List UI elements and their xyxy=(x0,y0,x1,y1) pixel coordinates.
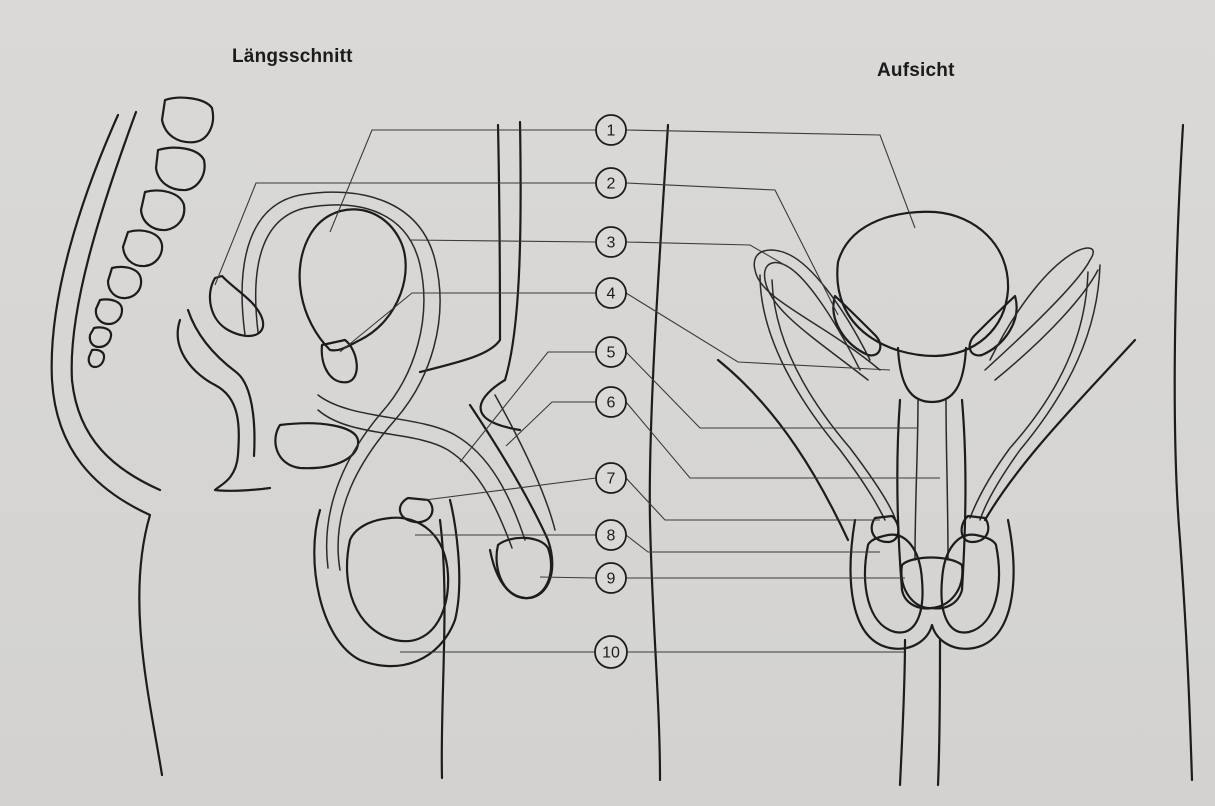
front-view xyxy=(650,125,1192,785)
label-5: 5 xyxy=(596,337,626,367)
pubic-bone xyxy=(275,423,358,468)
vas-deferens-inner xyxy=(256,205,424,568)
label-number: 2 xyxy=(607,176,616,193)
label-2: 2 xyxy=(596,168,626,198)
glans xyxy=(497,538,552,598)
label-number: 4 xyxy=(607,286,616,303)
label-6: 6 xyxy=(596,387,626,417)
back-contour xyxy=(52,115,162,775)
label-9: 9 xyxy=(596,563,626,593)
thigh-left-inner xyxy=(718,360,848,540)
vas-right-inner xyxy=(995,270,1098,380)
corpus-cavernosum xyxy=(495,395,555,530)
label-number: 7 xyxy=(607,471,616,488)
urethra-lower xyxy=(318,410,512,548)
label-1: 1 xyxy=(596,115,626,145)
vas-left-down xyxy=(760,275,885,520)
testis xyxy=(347,518,448,641)
label-10: 10 xyxy=(595,636,627,668)
label-3: 3 xyxy=(596,227,626,257)
glans-front xyxy=(901,558,962,609)
label-8: 8 xyxy=(596,520,626,550)
label-number: 9 xyxy=(607,571,616,588)
label-number: 1 xyxy=(607,123,616,140)
testis-right xyxy=(941,535,998,633)
thigh-right-inner xyxy=(985,340,1135,520)
bladder xyxy=(300,209,406,350)
scrotum xyxy=(314,500,459,666)
label-number: 6 xyxy=(607,395,616,412)
penis-front-r xyxy=(932,400,965,608)
bladder-front xyxy=(837,212,1008,356)
body-outline-right xyxy=(1175,125,1192,780)
label-number: 5 xyxy=(607,345,616,362)
urethra-upper xyxy=(318,395,525,540)
testis-left xyxy=(865,535,922,633)
leader-lines xyxy=(215,130,940,652)
rectum xyxy=(178,320,270,491)
vas-right-down xyxy=(980,265,1100,520)
leg-line xyxy=(900,640,905,785)
epididymis xyxy=(400,498,433,522)
label-4: 4 xyxy=(596,278,626,308)
label-number: 8 xyxy=(607,528,616,545)
thigh-front xyxy=(440,520,445,778)
number-labels: 1 2 3 4 5 6 7 8 9 10 xyxy=(595,115,627,668)
label-number: 3 xyxy=(607,235,616,252)
label-7: 7 xyxy=(596,463,626,493)
label-number: 10 xyxy=(602,645,620,662)
leg-line-2 xyxy=(938,640,940,785)
urethra-front-r xyxy=(946,400,948,560)
body-outline-left xyxy=(650,125,668,780)
urethra-front-l xyxy=(915,400,918,560)
